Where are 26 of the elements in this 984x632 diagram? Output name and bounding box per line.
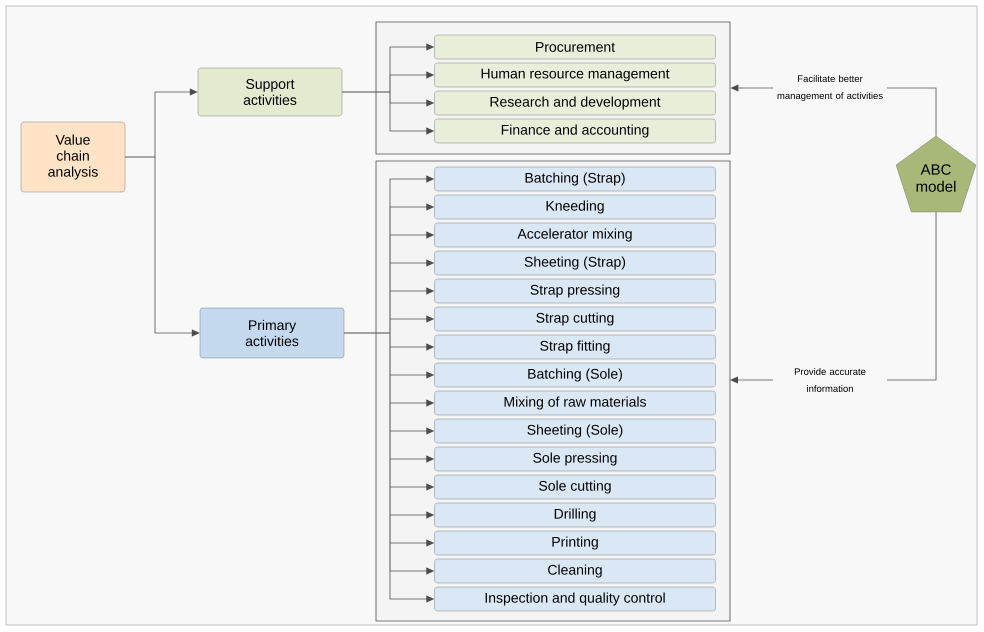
activity-box: Mixing of raw materials [434,390,716,416]
activity-box: Kneeding [434,194,716,220]
activity-box: Research and development [434,90,716,116]
edge-label: Provide accurate information [773,367,888,393]
edge-label: Facilitate better management of activities [773,74,888,102]
category-box: Primary activities [200,308,344,358]
activity-box: Batching (Strap) [434,166,716,192]
activity-box: Sole cutting [434,474,716,500]
activity-box: Accelerator mixing [434,222,716,248]
activity-box: Sheeting (Sole) [434,418,716,444]
activity-box: Inspection and quality control [434,586,716,612]
pentagon: ABC model [896,136,976,212]
activity-box: Batching (Sole) [434,362,716,388]
activity-box: Sole pressing [434,446,716,472]
activity-box: Sheeting (Strap) [434,250,716,276]
activity-box: Strap cutting [434,306,716,332]
activity-box: Cleaning [434,558,716,584]
activity-box: Drilling [434,502,716,528]
activity-box: Strap pressing [434,278,716,304]
activity-box: Finance and accounting [434,118,716,144]
activity-box: Human resource management [434,62,716,88]
activity-box: Strap fitting [434,334,716,360]
value-chain-box: Value chain analysis [20,122,126,192]
category-box: Support activities [198,68,342,116]
activity-box: Procurement [434,34,716,60]
activity-box: Printing [434,530,716,556]
